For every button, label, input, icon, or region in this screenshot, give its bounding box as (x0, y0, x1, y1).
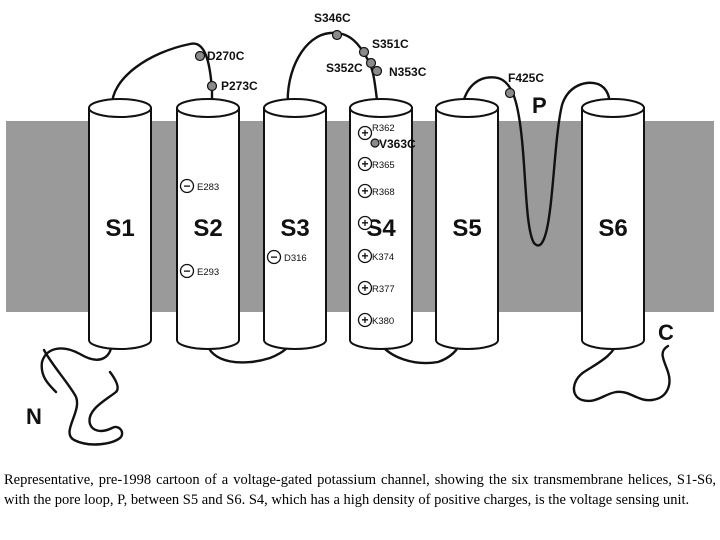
svg-text:+: + (361, 313, 368, 327)
helix-label-s1: S1 (105, 215, 134, 242)
svg-text:−: − (270, 250, 277, 264)
svg-text:E293: E293 (197, 267, 219, 278)
svg-text:+: + (361, 184, 368, 198)
charge-r371: + (357, 215, 373, 231)
residue-dot-s352c (365, 57, 377, 69)
residue-dot-v363c (370, 138, 380, 148)
charge-r362: + R362 (357, 123, 395, 141)
figure-caption: Representative, pre-1998 cartoon of a vo… (4, 472, 716, 508)
label-p273c: P273C (221, 79, 258, 93)
n-terminus-tail (40, 338, 124, 446)
svg-text:+: + (361, 249, 368, 263)
helix-s5: S5 (435, 98, 499, 350)
residue-dot-n353c (371, 65, 383, 77)
helix-s3: S3 (263, 98, 327, 350)
c-terminus-label: C (658, 320, 674, 345)
loop-s3-s4 (286, 31, 380, 110)
channel-diagram: S1 S2 S3 S4 S5 S6 D270C P273C S346C S351C S35… (6, 11, 714, 446)
helix-s1: S1 (88, 98, 152, 350)
svg-text:−: − (183, 264, 190, 278)
svg-text:+: + (361, 126, 368, 140)
svg-text:+: + (361, 157, 368, 171)
charge-r365: + R365 (357, 156, 395, 172)
residue-dot-d270c (194, 50, 206, 62)
label-f425c: F425C (508, 71, 544, 85)
svg-text:R368: R368 (372, 187, 395, 198)
svg-text:R362: R362 (372, 123, 395, 134)
helix-label-s2: S2 (193, 215, 222, 242)
svg-text:+: + (361, 216, 368, 230)
helix-label-s4: S4 (366, 215, 396, 242)
charge-r368: + R368 (357, 183, 395, 199)
charge-e283: − E283 (179, 178, 219, 194)
helix-label-s6: S6 (598, 215, 627, 242)
helix-s2: S2 (176, 98, 240, 350)
label-s346c: S346C (314, 11, 351, 25)
charge-k374: + K374 (357, 248, 394, 264)
charge-k380: + K380 (357, 312, 394, 328)
svg-text:−: − (183, 179, 190, 193)
helix-s6: S6 (581, 98, 645, 350)
svg-text:R377: R377 (372, 284, 395, 295)
svg-text:K374: K374 (372, 252, 394, 263)
pore-loop-label: P (532, 93, 547, 118)
label-d270c: D270C (207, 49, 245, 63)
label-n353c: N353C (389, 65, 427, 79)
residue-dot-f425c (504, 87, 516, 99)
residue-dot-p273c (206, 80, 218, 92)
pore-loop (460, 76, 612, 247)
c-terminus-tail (572, 338, 671, 403)
helix-label-s3: S3 (280, 215, 309, 242)
label-s352c: S352C (326, 61, 363, 75)
svg-text:+: + (361, 281, 368, 295)
residue-dot-s346c (331, 29, 343, 41)
label-s351c: S351C (372, 37, 409, 51)
n-terminus-label: N (26, 404, 42, 429)
svg-text:K380: K380 (372, 316, 394, 327)
helix-label-s5: S5 (452, 215, 481, 242)
svg-text:E283: E283 (197, 182, 219, 193)
charge-r377: + R377 (357, 280, 395, 296)
charge-e293: − E293 (179, 263, 219, 279)
svg-text:D316: D316 (284, 253, 307, 264)
loop-s1-s2 (110, 42, 214, 110)
label-v363c: V363C (379, 137, 416, 151)
svg-text:R365: R365 (372, 160, 395, 171)
charge-d316: − D316 (266, 249, 307, 265)
residue-dot-s351c (358, 46, 370, 58)
